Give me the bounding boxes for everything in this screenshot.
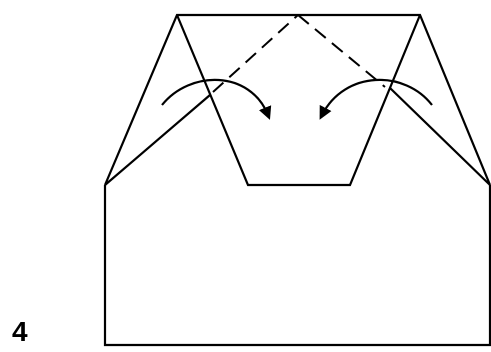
left-flap-edge <box>105 95 210 185</box>
right-flap-edge <box>390 88 490 185</box>
fold-arrow-left-icon <box>162 80 268 115</box>
center-trapezoid <box>177 15 420 185</box>
paper-outer-top-outline <box>105 15 490 185</box>
fold-arrow-right-icon <box>322 80 432 115</box>
step-number: 4 <box>12 318 28 346</box>
paper-body-outline <box>105 185 490 345</box>
right-valley-fold-line <box>298 15 385 87</box>
